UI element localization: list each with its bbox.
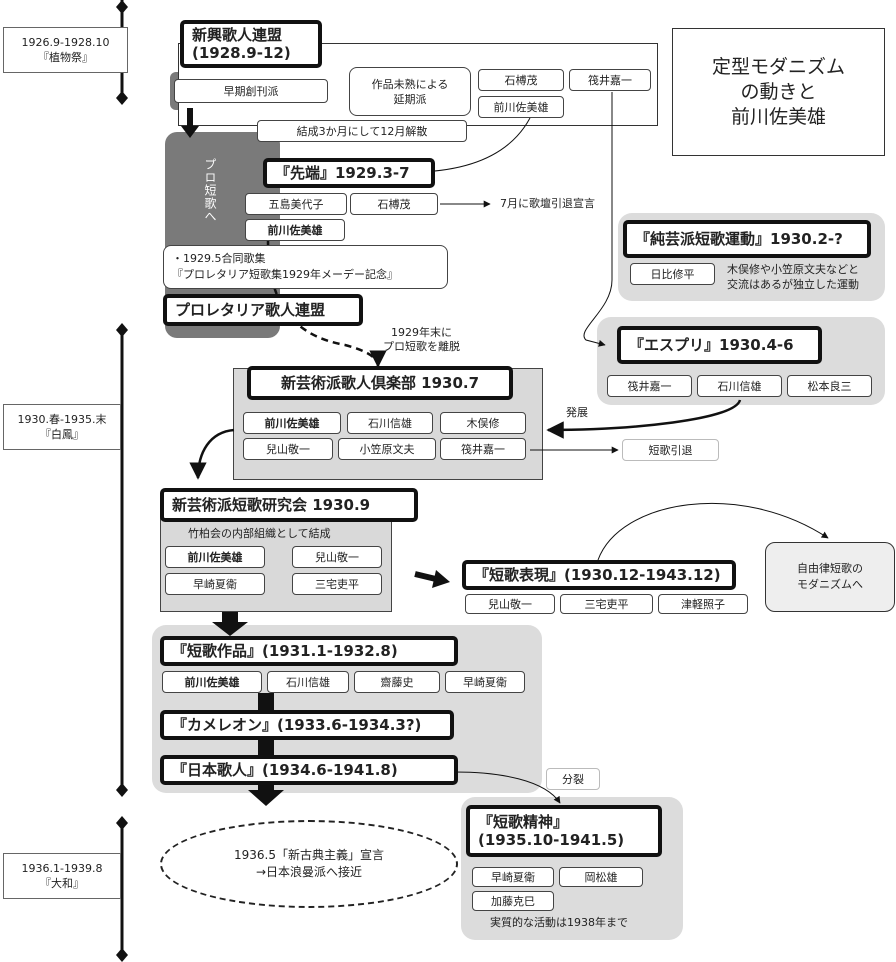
member-ishikure: 石榑茂 <box>478 69 564 91</box>
member-matsumoto: 松本良三 <box>787 375 872 397</box>
jungei-note-line: 交流はあるが独立した運動 <box>727 278 859 291</box>
retire-label: 短歌引退 <box>622 439 719 461</box>
anthology-line: 『プロレタリア短歌集1929年メーデー記念』 <box>172 268 398 281</box>
free-verse-box: 自由律短歌の モダニズムへ <box>765 542 895 612</box>
member-maekawa: 前川佐美雄 <box>165 546 265 568</box>
free-verse-line: 自由律短歌の <box>797 562 863 575</box>
member-maekawa: 前川佐美雄 <box>478 96 564 118</box>
member-ikadai: 筏井嘉一 <box>440 438 526 460</box>
member-maekawa: 前川佐美雄 <box>243 412 341 434</box>
member-hibi: 日比修平 <box>630 263 715 285</box>
shinko-name: 新興歌人連盟 <box>192 26 283 44</box>
era-box-hakuho: 1930.春-1935.末 『白鳳』 <box>3 404 121 450</box>
leave-note: 1929年末に プロ短歌を離脱 <box>383 326 460 354</box>
dissolve-note: 結成3か月にして12月解散 <box>257 120 467 142</box>
neoclassic-line: 1936.5「新古典主義」宣言 <box>234 848 384 862</box>
anthology-box: ・1929.5合同歌集 『プロレタリア短歌集1929年メーデー記念』 <box>163 245 448 289</box>
member-hayasaki: 早崎夏衛 <box>165 573 265 595</box>
title-line: 前川佐美雄 <box>730 105 826 128</box>
jungei-note: 木俣修や小笠原文夫などと 交流はあるが独立した運動 <box>727 262 859 292</box>
era-name: 『白鳳』 <box>40 428 84 441</box>
study-title: 新芸術派短歌研究会 1930.9 <box>160 488 418 522</box>
member-hayasaki: 早崎夏衛 <box>472 867 554 887</box>
neoclassic-ellipse: 1936.5「新古典主義」宣言 →日本浪曼派へ接近 <box>160 820 458 908</box>
member-ogasawara: 小笠原文夫 <box>338 438 436 460</box>
free-verse-line: モダニズムへ <box>797 578 863 591</box>
member-maekawa: 前川佐美雄 <box>245 219 345 241</box>
member-kimata: 木俣修 <box>440 412 526 434</box>
split-label: 分裂 <box>546 768 600 790</box>
member-oka: 岡松雄 <box>559 867 643 887</box>
member-koyama: 兒山敬一 <box>292 546 382 568</box>
member-miyake: 三宅吏平 <box>292 573 382 595</box>
delay-line: 作品未熟による <box>371 77 449 91</box>
proletarian-label: プロ短歌へ <box>203 158 217 223</box>
prole-title: プロレタリア歌人連盟 <box>163 294 363 326</box>
delay-group: 作品未熟による 延期派 <box>349 67 471 116</box>
seishin-title-line: 『短歌精神』 <box>478 813 569 831</box>
leave-line: 1929年末に <box>391 326 452 339</box>
member-ishikawa: 石川信雄 <box>697 375 782 397</box>
retire-note: 7月に歌壇引退宣言 <box>500 197 595 210</box>
member-koyama: 兒山敬一 <box>465 594 555 614</box>
member-tsugaru: 津軽照子 <box>658 594 748 614</box>
jungei-note-line: 木俣修や小笠原文夫などと <box>727 263 859 276</box>
member-ikadai: 筏井嘉一 <box>607 375 692 397</box>
shinko-title: 新興歌人連盟 (1928.9-12) <box>180 20 322 68</box>
anthology-line: ・1929.5合同歌集 <box>172 252 266 265</box>
member-saito: 齋藤史 <box>354 671 440 693</box>
member-maekawa: 前川佐美雄 <box>162 671 262 693</box>
title-line: 定型モダニズム <box>711 55 845 78</box>
diagram-title: 定型モダニズム の動きと 前川佐美雄 <box>672 28 885 156</box>
develop-label: 発展 <box>566 406 588 419</box>
era-range: 1926.9-1928.10 <box>21 36 110 49</box>
era-name: 『植物祭』 <box>38 51 93 64</box>
era-box-shokubutsusai: 1926.9-1928.10 『植物祭』 <box>3 27 128 73</box>
neoclassic-line: →日本浪曼派へ接近 <box>255 865 363 879</box>
era-range: 1936.1-1939.8 <box>21 862 103 875</box>
chameleon-title: 『カメレオン』(1933.6-1934.3?) <box>160 710 454 740</box>
study-note: 竹柏会の内部組織として結成 <box>188 527 331 540</box>
era-box-yamato: 1936.1-1939.8 『大和』 <box>3 853 121 899</box>
leave-line: プロ短歌を離脱 <box>383 340 460 353</box>
seishin-note: 実質的な活動は1938年まで <box>490 916 628 929</box>
member-ishikure: 石榑茂 <box>350 193 438 215</box>
member-ikadai: 筏井嘉一 <box>569 69 651 91</box>
member-ishikawa: 石川信雄 <box>267 671 349 693</box>
member-hayasaki: 早崎夏衛 <box>445 671 525 693</box>
jungei-title: 『純芸派短歌運動』1930.2-? <box>623 220 871 258</box>
delay-line: 延期派 <box>393 92 427 106</box>
seishin-title: 『短歌精神』 (1935.10-1941.5) <box>466 805 662 857</box>
member-kato: 加藤克巳 <box>472 891 554 911</box>
title-line: の動きと <box>740 80 817 103</box>
sentan-title: 『先端』1929.3-7 <box>263 158 435 188</box>
shinko-period: (1928.9-12) <box>192 44 291 62</box>
era-range: 1930.春-1935.末 <box>17 413 107 426</box>
member-miyake: 三宅吏平 <box>560 594 653 614</box>
seishin-title-line: (1935.10-1941.5) <box>478 831 625 849</box>
nihon-kajin-title: 『日本歌人』(1934.6-1941.8) <box>160 755 458 785</box>
member-goto: 五島美代子 <box>245 193 347 215</box>
esprit-title: 『エスプリ』1930.4-6 <box>617 326 822 364</box>
early-group: 早期創刊派 <box>174 79 328 103</box>
sakuhin-title: 『短歌作品』(1931.1-1932.8) <box>160 636 458 666</box>
hyogen-title: 『短歌表現』(1930.12-1943.12) <box>462 560 736 590</box>
member-koyama: 兒山敬一 <box>243 438 333 460</box>
era-name: 『大和』 <box>40 877 84 890</box>
club-title: 新芸術派歌人倶楽部 1930.7 <box>247 366 513 400</box>
member-ishikawa: 石川信雄 <box>347 412 433 434</box>
